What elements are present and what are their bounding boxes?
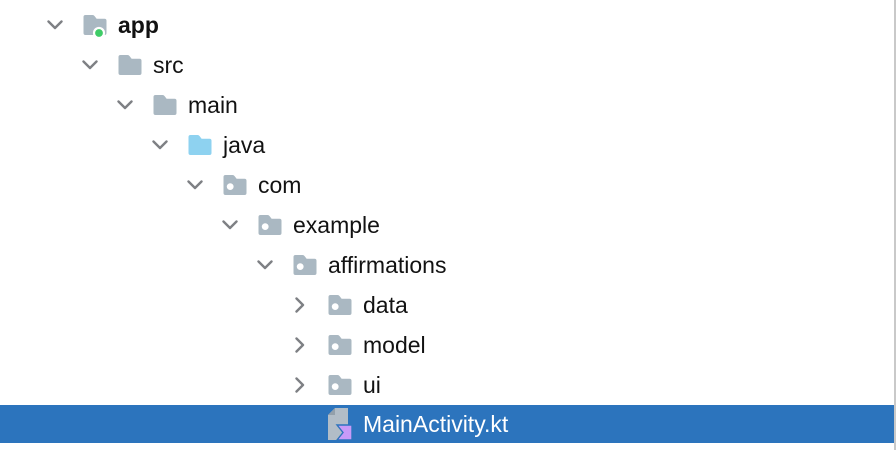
chevron-down-icon[interactable] [47,17,63,33]
chevron-down-icon[interactable] [82,57,98,73]
tree-item-label: src [153,51,184,78]
chevron-down-icon[interactable] [222,217,238,233]
chevron-down-icon[interactable] [187,177,203,193]
folder-icon [152,88,178,122]
kotlin-file-icon [327,407,353,441]
package-folder-icon [327,328,353,362]
android-module-folder-icon [82,8,108,42]
tree-row-ui[interactable]: ui [0,365,894,405]
chevron-down-icon[interactable] [152,137,168,153]
tree-item-label: app [118,11,159,38]
tree-item-label: data [363,291,408,318]
tree-row-mainactivity-kt[interactable]: MainActivity.kt [0,405,894,443]
tree-item-label: main [188,91,238,118]
folder-icon [117,48,143,82]
tree-row-main[interactable]: main [0,85,894,125]
package-folder-icon [257,208,283,242]
chevron-right-icon[interactable] [292,297,308,313]
tree-row-src[interactable]: src [0,45,894,85]
package-folder-icon [292,248,318,282]
tree-row-affirmations[interactable]: affirmations [0,245,894,285]
tree-item-label: ui [363,371,381,398]
tree-item-label: MainActivity.kt [363,410,509,437]
tree-row-java[interactable]: java [0,125,894,165]
tree-row-app[interactable]: app [0,5,894,45]
chevron-down-icon[interactable] [117,97,133,113]
tree-item-label: example [293,211,380,238]
tree-item-label: com [258,171,302,198]
tree-row-model[interactable]: model [0,325,894,365]
source-folder-icon [187,128,213,162]
tree-row-data[interactable]: data [0,285,894,325]
tree-item-label: model [363,331,426,358]
package-folder-icon [327,288,353,322]
tree-item-label: java [223,131,266,158]
package-folder-icon [222,168,248,202]
tree-row-example[interactable]: example [0,205,894,245]
tree-row-com[interactable]: com [0,165,894,205]
chevron-right-icon[interactable] [292,377,308,393]
chevron-right-icon[interactable] [292,337,308,353]
chevron-down-icon[interactable] [257,257,273,273]
tree-item-label: affirmations [328,251,447,278]
chevron-spacer [292,416,308,432]
package-folder-icon [327,368,353,402]
